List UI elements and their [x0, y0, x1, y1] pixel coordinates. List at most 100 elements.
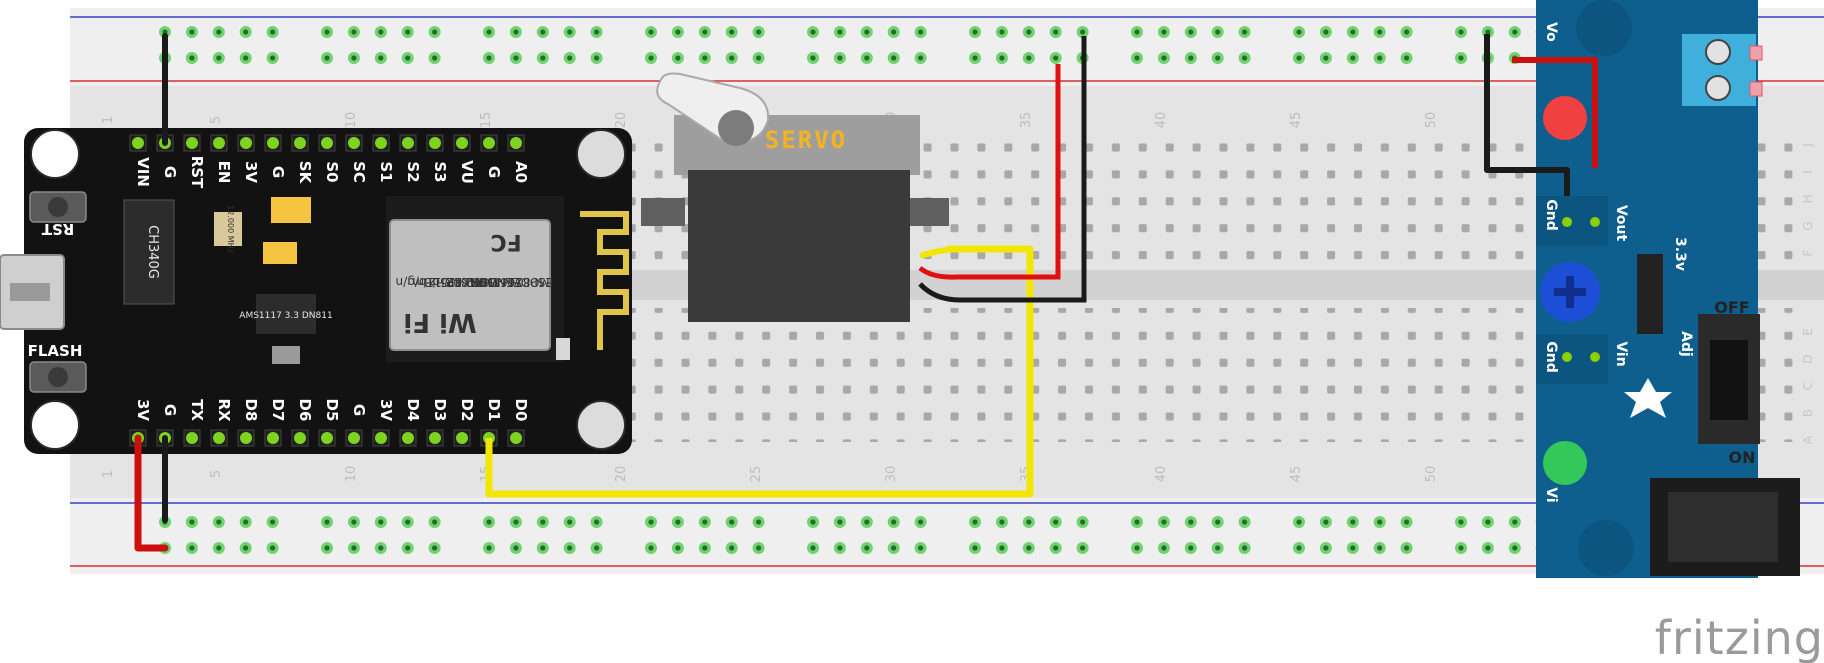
servo-lead-black — [918, 36, 1087, 303]
row-label: G — [1801, 221, 1815, 230]
rail-hole-center — [351, 29, 357, 35]
column-label: 45 — [1289, 112, 1304, 129]
rail-hole-center — [1134, 55, 1140, 61]
rail-hole-center — [270, 55, 276, 61]
header-pin-pad[interactable] — [267, 137, 279, 149]
rail-hole-center — [1404, 545, 1410, 551]
header-pin-pad[interactable] — [186, 137, 198, 149]
rail-hole-center — [864, 55, 870, 61]
row-label: J — [1801, 143, 1815, 148]
rail-hole-center — [837, 545, 843, 551]
header-pin-pad[interactable] — [456, 137, 468, 149]
servo-label: SERVO — [765, 126, 847, 154]
pin-label: RX — [215, 398, 233, 422]
rail-hole-center — [702, 519, 708, 525]
rail-hole-center — [1404, 55, 1410, 61]
module-text-line: VENDOR — [470, 275, 522, 289]
psu-label-vin: Vin — [1613, 341, 1629, 366]
rail-hole-center — [1350, 55, 1356, 61]
rail-hole-center — [1377, 55, 1383, 61]
rail-hole-center — [189, 545, 195, 551]
pin-label: D1 — [485, 399, 503, 422]
column-label: 5 — [209, 470, 224, 478]
rst-button-cap[interactable] — [48, 197, 68, 217]
psu-pin-vin[interactable] — [1590, 352, 1600, 362]
header-pin-pad[interactable] — [375, 137, 387, 149]
header-pin-pad[interactable] — [483, 137, 495, 149]
psu-label-vo: Vo — [1543, 22, 1559, 42]
rail-hole-center — [837, 29, 843, 35]
header-pin-pad[interactable] — [213, 137, 225, 149]
rail-hole-center — [891, 519, 897, 525]
switch-label-off: OFF — [1714, 298, 1749, 317]
rail-hole-center — [378, 519, 384, 525]
rail-hole-center — [1323, 29, 1329, 35]
rail-hole-center — [351, 55, 357, 61]
rail-hole-center — [189, 29, 195, 35]
header-pin-pad[interactable] — [348, 432, 360, 444]
rail-hole-center — [216, 545, 222, 551]
header-pin-pad[interactable] — [267, 432, 279, 444]
rail-hole-center — [1404, 29, 1410, 35]
rail-hole-center — [648, 29, 654, 35]
header-pin-pad[interactable] — [375, 432, 387, 444]
screw-1[interactable] — [1705, 39, 1731, 65]
psu-pin-gnd-bottom[interactable] — [1562, 352, 1572, 362]
rail-hole-center — [567, 29, 573, 35]
rail-hole-center — [972, 545, 978, 551]
row-label: B — [1801, 409, 1815, 417]
screw-2[interactable] — [1705, 75, 1731, 101]
servo-motor: SERVO — [641, 72, 949, 322]
header-pin-pad[interactable] — [213, 432, 225, 444]
rail-hole-center — [1512, 545, 1518, 551]
voltage-regulator — [256, 294, 316, 334]
rail-hole-center — [540, 29, 546, 35]
header-pin-pad[interactable] — [294, 137, 306, 149]
rail-hole-center — [216, 29, 222, 35]
flash-button-cap[interactable] — [48, 367, 68, 387]
rail-hole-center — [540, 545, 546, 551]
pin-label: EN — [215, 161, 233, 184]
rail-hole-center — [648, 519, 654, 525]
pin-label: SC — [350, 161, 368, 183]
psu-pin-vout[interactable] — [1590, 217, 1600, 227]
rail-hole-center — [810, 545, 816, 551]
header-pin-pad[interactable] — [429, 137, 441, 149]
header-pin-pad[interactable] — [240, 432, 252, 444]
header-pin-pad[interactable] — [321, 137, 333, 149]
header-pin-pad[interactable] — [240, 137, 252, 149]
module-text-line: ISM 2.4GHz — [429, 275, 498, 289]
rail-hole-center — [1215, 519, 1221, 525]
header-pin-pad[interactable] — [456, 432, 468, 444]
row-label: C — [1801, 382, 1815, 390]
rail-hole-center — [270, 519, 276, 525]
header-pin-pad[interactable] — [321, 432, 333, 444]
header-pin-pad[interactable] — [510, 137, 522, 149]
power-switch-slider[interactable] — [1710, 340, 1748, 420]
header-pin-pad[interactable] — [186, 432, 198, 444]
rail-hole-center — [1134, 29, 1140, 35]
rail-hole-center — [189, 519, 195, 525]
psu-hole-top — [1576, 0, 1632, 56]
rail-hole-center — [675, 519, 681, 525]
header-pin-pad[interactable] — [402, 137, 414, 149]
rail-hole-center — [918, 545, 924, 551]
header-pin-pad[interactable] — [510, 432, 522, 444]
header-pin-pad[interactable] — [402, 432, 414, 444]
rail-hole-center — [972, 29, 978, 35]
antenna-connector — [556, 338, 570, 360]
rail-hole-center — [513, 29, 519, 35]
psu-pin-gnd-top[interactable] — [1562, 217, 1572, 227]
rail-hole-center — [351, 545, 357, 551]
rail-hole-center — [243, 29, 249, 35]
rail-hole-center — [729, 545, 735, 551]
header-pin-pad[interactable] — [132, 137, 144, 149]
rail-hole-center — [1161, 29, 1167, 35]
header-pin-pad[interactable] — [294, 432, 306, 444]
header-pin-pad[interactable] — [429, 432, 441, 444]
pin-label: G — [161, 166, 179, 178]
wifi-logo: Wi Fi — [403, 307, 476, 337]
header-pin-pad[interactable] — [348, 137, 360, 149]
usb-chip-label: CH340G — [145, 225, 160, 279]
rail-hole-center — [648, 545, 654, 551]
